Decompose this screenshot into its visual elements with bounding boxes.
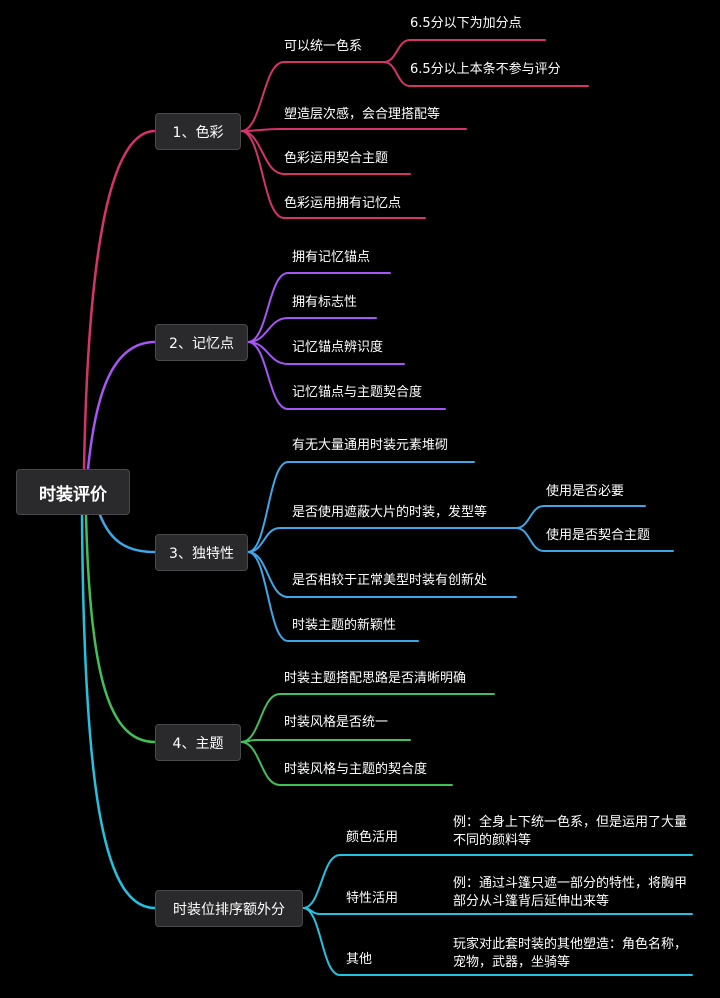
edge-root-theme [84,513,157,744]
theme-item-clarity: 时装主题搭配思路是否清晰明确 [284,671,467,686]
color-item-theme-fit: 色彩运用契合主题 [284,151,389,166]
edge-theme-clarity [240,693,495,743]
extra-note-other: 玩家对此套时装的其他塑造：角色名称，宠物，武器，坐骑等 [453,937,688,970]
edge-unique-innovation [247,551,517,598]
branch-uniqueness[interactable]: 3、独特性 [155,534,248,571]
edge-unique-sub-necessary [515,505,646,529]
edge-memory-iconic [247,317,377,343]
extra-note-feature-use: 例：通过斗篷只遮一部分的特性，将胸甲部分从斗篷背后延伸出来等 [453,876,688,909]
branch-extra-score[interactable]: 时装位排序额外分 [155,890,303,927]
root-node[interactable]: 时装评价 [16,469,130,515]
edge-memory-anchor [247,272,391,343]
edge-color-unified [240,61,385,132]
edge-color-theme-fit [240,130,411,175]
unique-item-covering: 是否使用遮蔽大片的时装，发型等 [292,505,488,520]
color-item-memorable: 色彩运用拥有记忆点 [284,196,402,211]
edge-unique-sub-theme-fit [515,527,674,552]
branch-memory[interactable]: 2、记忆点 [155,324,248,361]
branch-theme[interactable]: 4、主题 [155,724,241,761]
color-item-layering: 塑造层次感，会合理搭配等 [284,107,441,122]
edge-unique-generic [247,461,475,553]
unique-item-novelty: 时装主题的新颖性 [292,618,397,633]
edge-color-sub-below [383,39,546,63]
unique-item-innovation: 是否相较于正常美型时装有创新处 [292,573,488,588]
edge-extra-other [302,907,693,976]
edge-root-memory [86,340,157,471]
color-item-unified: 可以统一色系 [284,39,363,54]
edge-root-extra [80,513,157,910]
extra-item-other: 其他 [346,952,373,967]
extra-item-color-use: 颜色活用 [346,830,399,845]
memory-item-theme-fit: 记忆锚点与主题契合度 [292,385,423,400]
edge-theme-style-fit [240,741,453,786]
theme-item-style-fit: 时装风格与主题的契合度 [284,762,428,777]
unique-sub-necessary: 使用是否必要 [546,484,625,499]
edge-unique-novelty [247,551,419,642]
edge-color-layering [240,128,467,132]
edge-color-memorable [240,130,426,219]
extra-item-feature-use: 特性活用 [346,891,399,906]
edge-color-sub-above [383,61,589,87]
unique-sub-theme-fit: 使用是否契合主题 [546,528,651,543]
extra-note-color-use: 例：全身上下统一色系，但是运用了大量不同的颜料等 [453,815,688,848]
color-sub-above-6-5: 6.5分以上本条不参与评分 [410,62,561,77]
color-sub-below-6-5: 6.5分以下为加分点 [410,16,522,31]
edge-extra-color-use [302,854,693,909]
edge-theme-style-unity [240,739,411,743]
edge-unique-covering [247,527,517,553]
branch-color[interactable]: 1、色彩 [155,113,241,150]
theme-item-style-unity: 时装风格是否统一 [284,715,389,730]
memory-item-iconic: 拥有标志性 [292,295,358,310]
memory-item-recognizability: 记忆锚点辨识度 [292,340,384,355]
edge-root-color [82,129,157,471]
unique-item-generic-elements: 有无大量通用时装元素堆砌 [292,438,449,453]
memory-item-anchor: 拥有记忆锚点 [292,250,371,265]
edge-memory-theme-fit [247,341,446,410]
edge-root-uniqueness [98,513,157,554]
